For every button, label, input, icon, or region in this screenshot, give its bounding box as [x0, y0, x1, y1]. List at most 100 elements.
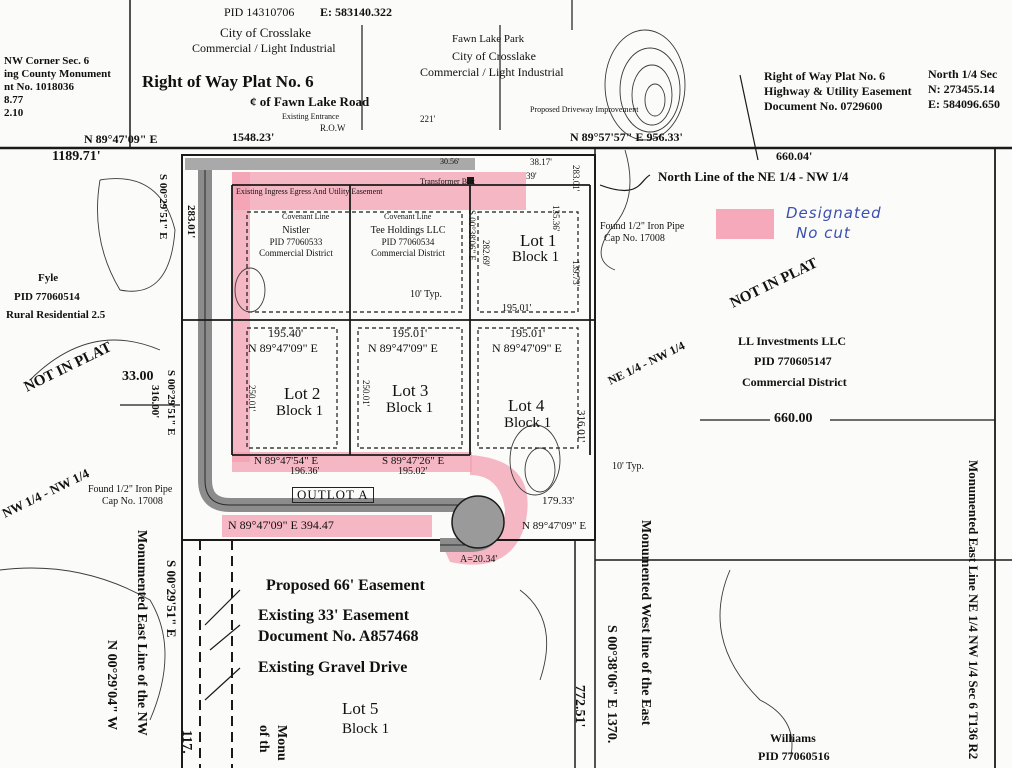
no-cut-outlot-strip: [222, 515, 432, 537]
williams-name: Williams: [770, 731, 816, 745]
plat-boundary: [181, 154, 596, 768]
dim-135: 135.36': [551, 205, 561, 232]
outlot-label: OUTLOT A: [292, 487, 374, 503]
no-cut-cul-de-sac: [440, 455, 528, 565]
contour-12: [719, 569, 793, 761]
fyle-pid: PID 77060514: [14, 291, 80, 303]
road-label: ¢ of Fawn Lake Road: [250, 94, 370, 109]
fyle-name: Fyle: [38, 272, 59, 284]
contour-4: [644, 83, 666, 117]
dim-772: 772.51': [572, 685, 587, 728]
lot4-block: Block 1: [504, 415, 552, 431]
nistler-zone: Commercial District: [259, 248, 333, 258]
legend-swatch-shape: [716, 209, 774, 239]
covenant-1: Covenant Line: [282, 212, 330, 221]
ll-name: LL Investments LLC: [738, 334, 847, 348]
fawn-lake-park: Fawn Lake Park: [452, 33, 525, 45]
proposed-66: Proposed 66' Easement: [266, 577, 425, 594]
bearing-north-west: N 89°47'09" E: [84, 132, 158, 146]
dim-117: 117.: [179, 730, 194, 754]
bearing-north-east: N 89°57'57" E 956.33': [570, 130, 683, 144]
covenant-setback: [246, 211, 463, 313]
dim-1548: 1548.23': [232, 130, 275, 144]
lot5-label: Lot 5: [342, 699, 379, 718]
dim-39: 39': [526, 171, 537, 181]
lot2-top-bearing: N 89°47'09" E: [248, 341, 318, 355]
dim-660-mid: 660.00: [774, 411, 813, 426]
ll-zone: Commercial District: [742, 375, 847, 389]
leader-north-line: [599, 174, 651, 191]
lot3-top-bearing: N 89°47'09" E: [368, 341, 438, 355]
dim-195-01a: 195.01': [502, 303, 532, 314]
contour-1: [604, 29, 686, 141]
lot3-block: Block 1: [386, 400, 434, 416]
lot1-setback: [477, 211, 579, 313]
dim-195-01b: 195.01': [392, 326, 428, 340]
dim-30: 30.56': [440, 157, 460, 166]
commercial-1: Commercial / Light Industrial: [192, 41, 336, 55]
lot4-label: Lot 4: [508, 396, 545, 415]
no-cut-north-strip: [232, 172, 526, 210]
lot2-bottom-bearing: N 89°47'54" E: [254, 455, 319, 467]
covenant-2: Covenant Line: [384, 212, 432, 221]
bearing-west-s2: S 00°29'51" E: [165, 370, 177, 436]
nw-corner-5: 2.10: [4, 107, 24, 119]
easement-note: Existing Ingress Egress And Utility Ease…: [236, 187, 383, 196]
tee-pid: PID 77060534: [381, 237, 435, 247]
leader-existing: [209, 624, 241, 651]
contour-2: [619, 47, 681, 133]
lot-lines: [182, 184, 595, 456]
nw-corner-4: 8.77: [4, 94, 24, 106]
nistler-pid: PID 77060533: [269, 237, 323, 247]
pid-top: PID 14310706: [224, 5, 295, 19]
dim-250b: 250.01': [361, 380, 371, 407]
dim-250a: 250.01': [247, 385, 257, 412]
williams-pid: PID 77060516: [758, 749, 830, 763]
nw-corner-1: NW Corner Sec. 6: [4, 55, 90, 67]
commercial-2: Commercial / Light Industrial: [420, 65, 564, 79]
no-cut-zones: [222, 172, 774, 565]
monu-partial-2: of th: [256, 725, 271, 753]
leader-gravel: [204, 667, 241, 701]
lot4-setback: [477, 327, 579, 449]
cul-de-sac: [451, 495, 505, 549]
no-cut-west-strip: [232, 172, 250, 462]
dim-120: A=20.34': [460, 554, 498, 565]
far-west-bearing: N 00°29'04" W: [104, 640, 119, 731]
contour-3: [631, 64, 673, 126]
dim-283: 283.01': [185, 205, 197, 239]
dim-221: 221': [420, 114, 436, 124]
row-plat-label: Right of Way Plat No. 6: [142, 72, 314, 91]
east-top: E: 583140.322: [320, 5, 392, 19]
road-north-strip: [185, 158, 475, 170]
contours: [0, 29, 793, 761]
no-cut-south-strip: [232, 452, 472, 472]
ll-pid: PID 770605147: [754, 354, 832, 368]
lot3-bottom-bearing: S 89°47'26" E: [382, 455, 445, 467]
fyle-zone: Rural Residential 2.5: [6, 309, 106, 321]
proposed-driveway: Proposed Driveway Improvement: [530, 105, 639, 114]
contour-8: [97, 178, 176, 292]
contour-5: [600, 149, 631, 271]
found-pipe-2b: Cap No. 17008: [102, 496, 163, 507]
dim-283b: 283.01': [571, 165, 581, 192]
monu-partial-1: Monu: [274, 725, 289, 761]
dim-33: 33.00: [122, 369, 154, 384]
dim-195-01c: 195.01': [510, 326, 546, 340]
row-easement-3: Document No. 0729600: [764, 99, 883, 113]
bearing-west-s3: S 00°29'51" E: [164, 560, 179, 638]
legend-no-cut-2: No cut: [796, 224, 851, 242]
lot-east-1: S 00°38'06" E: [467, 210, 477, 261]
lot2-block: Block 1: [276, 403, 324, 419]
dim-282: 282.69': [481, 240, 491, 267]
ten-typ-1: 10' Typ.: [410, 289, 443, 300]
gravel-drive: Existing Gravel Drive: [258, 659, 408, 676]
contour-6: [509, 424, 561, 496]
dim-660-top: 660.04': [776, 149, 813, 163]
east-bottom-bearing: N 89°47'09" E: [522, 520, 587, 532]
dim-1189: 1189.71': [52, 149, 101, 164]
plat-outer: [181, 154, 596, 541]
dim-195-40: 195.40': [268, 326, 304, 340]
contour-9: [29, 339, 161, 381]
